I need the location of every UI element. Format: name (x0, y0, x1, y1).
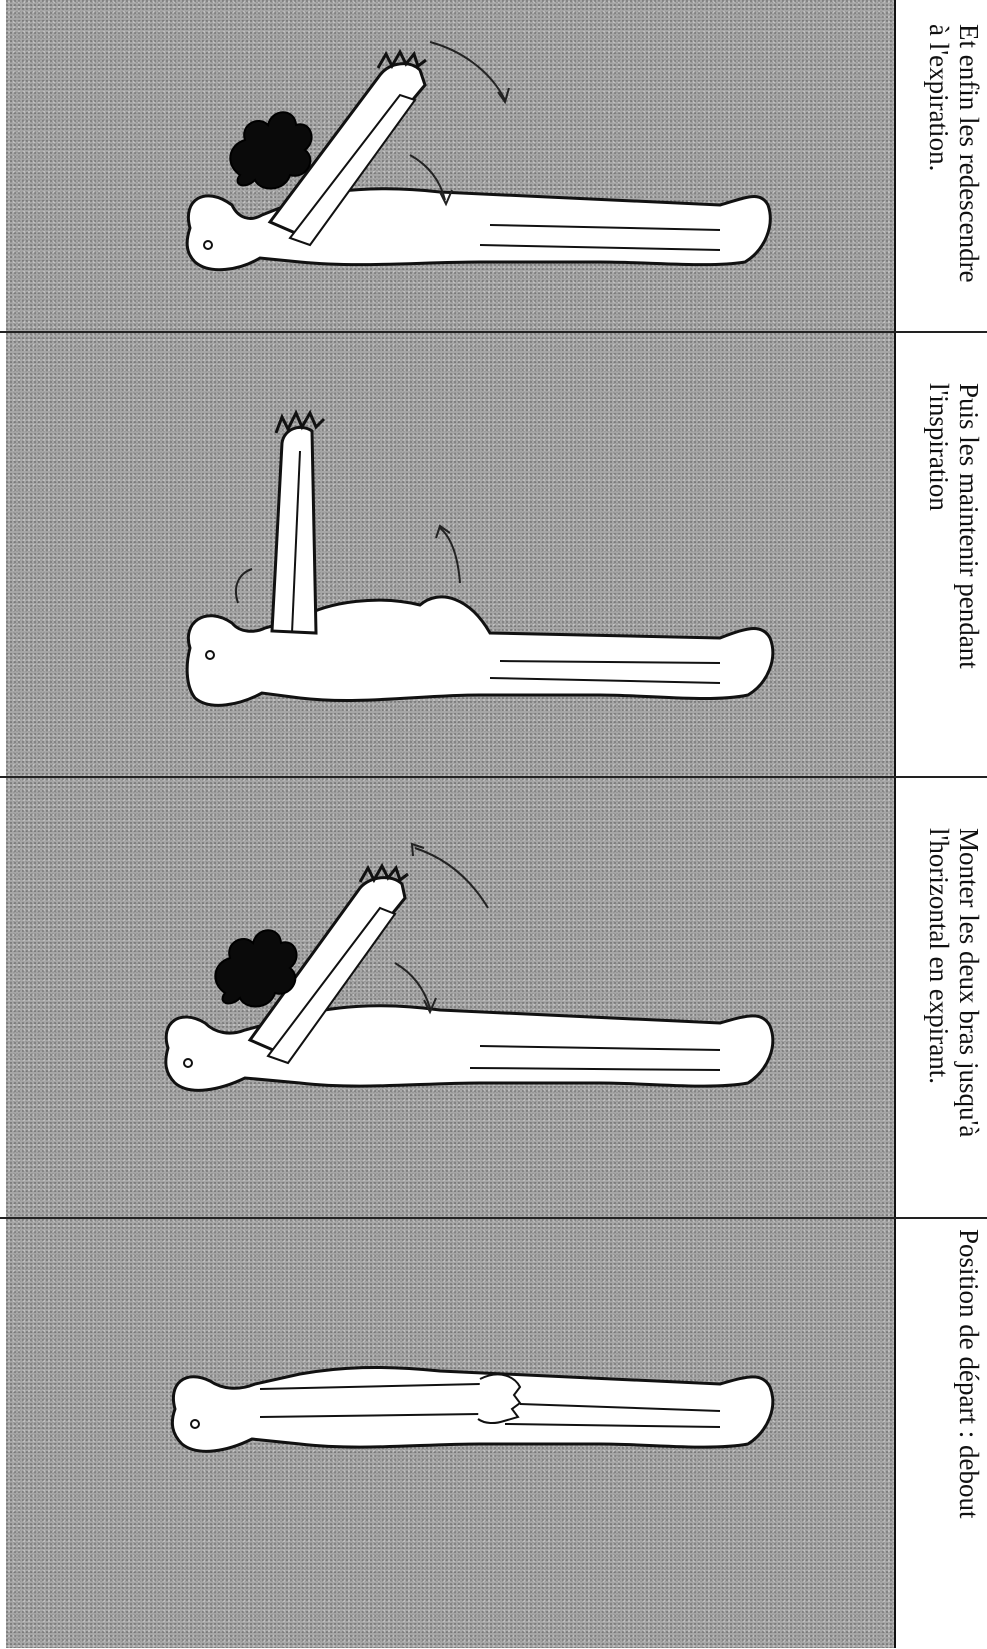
step-3-caption: Puis les maintenir pendant l'inspiration (924, 383, 984, 783)
step-panel-4: Et enfin les redescendre à l'expiration. (0, 0, 987, 332)
figure-arms-held (0, 333, 894, 777)
step-1-caption-box: Position de départ : debout (894, 1219, 987, 1648)
step-2-caption-box: Monter les deux bras jusqu'à l'horizonta… (894, 778, 987, 1218)
figure-standing (0, 1219, 894, 1648)
figure-arms-raising (0, 778, 894, 1218)
step-4-caption-box: Et enfin les redescendre à l'expiration. (894, 0, 987, 332)
step-2-caption: Monter les deux bras jusqu'à l'horizonta… (924, 828, 984, 1228)
step-panel-3: Puis les maintenir pendant l'inspiration (0, 333, 987, 777)
step-4-caption: Et enfin les redescendre à l'expiration. (924, 24, 984, 324)
step-1-caption: Position de départ : debout (954, 1229, 984, 1649)
step-panel-1: Position de départ : debout (0, 1219, 987, 1648)
step-3-caption-box: Puis les maintenir pendant l'inspiration (894, 333, 987, 777)
step-panel-2: Monter les deux bras jusqu'à l'horizonta… (0, 778, 987, 1218)
figure-arms-lowering (0, 0, 894, 332)
